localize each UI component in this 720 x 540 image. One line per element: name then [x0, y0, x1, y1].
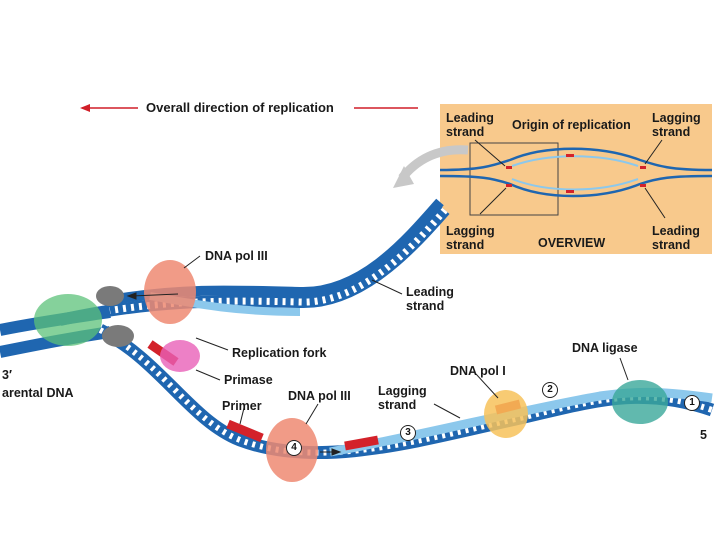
- step-4-marker: 4: [286, 440, 302, 456]
- parental-dna-label: arental DNA: [2, 386, 74, 400]
- dna-pol-iii-top-label: DNA pol III: [205, 249, 268, 263]
- leading-strand-label: Leading strand: [406, 285, 454, 313]
- primase-label: Primase: [224, 373, 273, 387]
- overview-origin-label: Origin of replication: [512, 118, 631, 132]
- overview-panel: [439, 104, 713, 254]
- dna-pol-iii-bottom-label: DNA pol III: [288, 389, 351, 403]
- three-prime-label: 3′: [2, 368, 12, 382]
- zoom-arrow: [393, 145, 469, 188]
- label-pointers: [126, 255, 629, 456]
- replication-fork-label: Replication fork: [232, 346, 327, 360]
- overview-lagging-strand-top: Lagging strand: [652, 111, 701, 139]
- enzymes: [34, 260, 668, 482]
- overview-leading-strand-bottom: Leading strand: [652, 224, 700, 252]
- dna-ligase-label: DNA ligase: [572, 341, 638, 355]
- lagging-strand-label: Lagging strand: [378, 384, 427, 412]
- overview-lagging-strand-bottom: Lagging strand: [446, 224, 495, 252]
- overview-title: OVERVIEW: [538, 236, 606, 250]
- step-1-marker: 1: [684, 395, 700, 411]
- overview-leading-strand-top: Leading strand: [446, 111, 494, 139]
- primer-label: Primer: [222, 399, 262, 413]
- overall-direction-label: Overall direction of replication: [146, 100, 334, 115]
- overall-direction-arrow: [80, 104, 418, 112]
- step-2-marker: 2: [542, 382, 558, 398]
- dna-pol-i-label: DNA pol I: [450, 364, 506, 378]
- step-3-marker: 3: [400, 425, 416, 441]
- five-prime-label: 5: [700, 428, 707, 442]
